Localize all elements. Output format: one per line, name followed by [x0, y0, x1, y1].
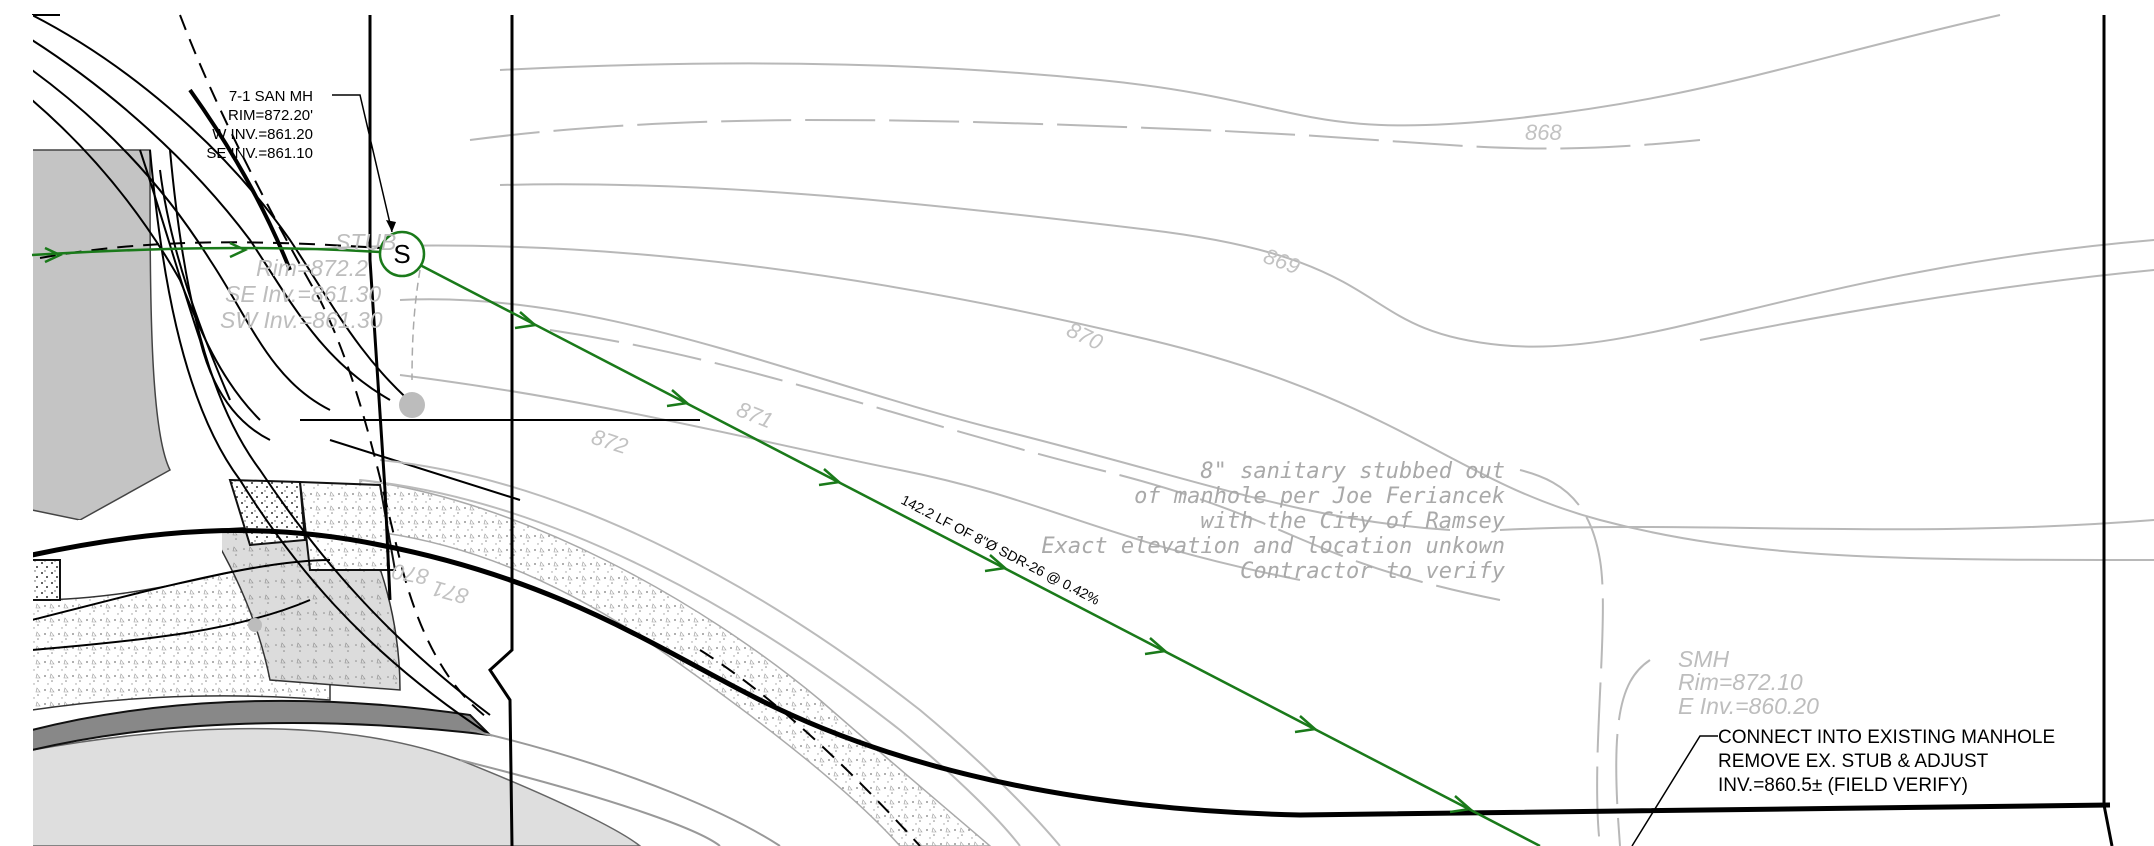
sanitary-pipe: [31, 241, 1541, 846]
stub-se-inv: SE Inv.=861.30: [225, 281, 381, 307]
manhole-leader: [332, 94, 393, 233]
sanitary-note: 8" sanitary stubbed out of manhole per J…: [1041, 459, 1505, 584]
contour-label-872: 872: [588, 424, 631, 459]
boundary-verticals: [368, 15, 2114, 846]
existing-contours: [299, 14, 2154, 581]
contour-label-870-upside: 870: [390, 559, 431, 590]
contour-872: [399, 374, 1301, 581]
flow-arrow: [666, 389, 690, 408]
manhole-symbol: S: [393, 239, 410, 269]
manhole-rim: RIM=872.20': [228, 107, 313, 124]
property-line-heavy: [31, 528, 2111, 818]
pavement: [31, 149, 992, 846]
contour-868: [499, 14, 2001, 127]
flow-arrow: [44, 246, 63, 264]
contour-871: [399, 298, 1451, 531]
existing-marker-south: [248, 618, 262, 632]
flow-arrow: [818, 468, 842, 487]
manhole-se-inv: SE INV.=861.10: [206, 145, 313, 162]
manhole-name: 7-1 SAN MH: [229, 88, 313, 105]
note-line-1: 8" sanitary stubbed out: [1200, 459, 1505, 484]
flow-arrow: [229, 241, 248, 259]
walk-stipple-band: [359, 479, 992, 846]
manhole-leader-arrow: [386, 220, 396, 232]
existing-stub-label: STUB Rim=872.2 SE Inv.=861.30 SW Inv.=86…: [220, 229, 396, 333]
east-walk-edge-2: [379, 459, 1061, 846]
connect-line-3: INV.=860.5± (FIELD VERIFY): [1718, 775, 1968, 796]
stub-rim: Rim=872.2: [256, 255, 368, 281]
connect-leader: [1631, 735, 1718, 846]
contour-north-east: [1699, 269, 2154, 341]
connect-note: CONNECT INTO EXISTING MANHOLE REMOVE EX.…: [1718, 727, 2055, 796]
note-line-3: with the City of Ramsey: [1200, 509, 1505, 534]
note-line-5: Contractor to verify: [1240, 559, 1506, 584]
manhole-w-inv: W INV.=861.20: [212, 126, 313, 143]
note-line-4: Exact elevation and location unkown: [1041, 534, 1505, 559]
property-line-north-heavy: [188, 88, 292, 271]
south-curb-line: [459, 759, 721, 846]
existing-stub-marker: [399, 392, 425, 418]
contour-east: [1499, 519, 2154, 531]
smh-title: SMH: [1678, 646, 1730, 672]
stub-title: STUB: [335, 229, 396, 255]
smh-rim: Rim=872.10: [1678, 669, 1803, 695]
contour-label-871: 871: [733, 396, 776, 433]
connect-line-2: REMOVE EX. STUB & ADJUST: [1718, 751, 1989, 772]
contour-label-871-upside: 871: [429, 576, 471, 610]
existing-smh-label: SMH Rim=872.10 E Inv.=860.20: [1678, 646, 1819, 719]
contour-label-870: 870: [1063, 317, 1108, 355]
proposed-manhole-label: 7-1 SAN MH RIM=872.20' W INV.=861.20 SE …: [206, 88, 313, 162]
flow-arrow: [1144, 637, 1168, 656]
stub-sw-inv: SW Inv.=861.30: [220, 307, 383, 333]
curb-west-strip: [31, 559, 61, 601]
pad-dark-stipple-2: [298, 480, 397, 571]
flow-arrow: [514, 311, 538, 330]
sanitary-pipe-main: [419, 263, 1541, 846]
contour-870: [299, 244, 2154, 561]
sanitary-pipe-west: [31, 246, 381, 257]
stub-leader: [411, 269, 421, 381]
pavement-grey-south: [31, 727, 642, 846]
south-curb-line-2: [469, 729, 781, 846]
note-line-2: of manhole per Joe Feriancek: [1134, 484, 1505, 509]
flow-arrow: [1294, 715, 1318, 734]
flow-arrow: [1449, 795, 1473, 814]
smh-e-inv: E Inv.=860.20: [1678, 693, 1819, 719]
east-walk-edge: [359, 479, 1021, 846]
contour-label-868: 868: [1525, 120, 1562, 145]
easement-dashed: [39, 14, 921, 846]
contour-label-869: 869: [1260, 243, 1303, 279]
connect-line-1: CONNECT INTO EXISTING MANHOLE: [1718, 727, 2055, 748]
proposed-linework: [31, 14, 700, 736]
existing-contours-dashed: [469, 119, 1701, 846]
contour-869: [499, 183, 2154, 348]
flow-arrow: [984, 554, 1008, 573]
pavement-grey-west: [31, 149, 171, 521]
manhole-circle[interactable]: [378, 230, 426, 278]
